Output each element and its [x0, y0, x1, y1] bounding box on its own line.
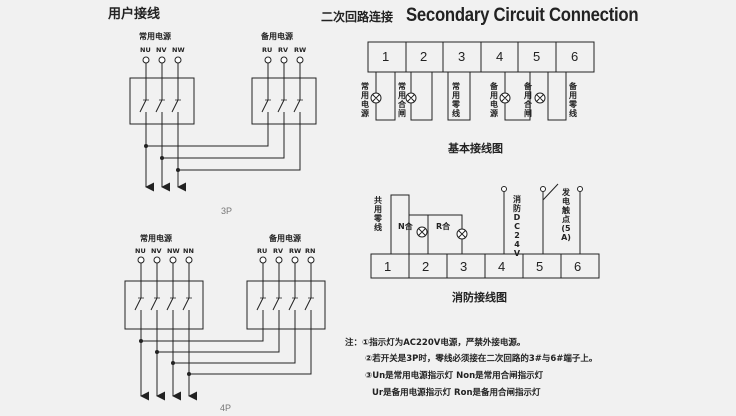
fire-contact-label: 发电触点(5A) [561, 188, 571, 242]
p3-terminal-label: RU [262, 46, 273, 54]
terminals-3p [142, 56, 304, 64]
p4-backup-label: 备用电源 [269, 234, 301, 243]
basic-wiring [367, 41, 595, 121]
switch-box-normal-4p [124, 280, 204, 330]
p3-normal-label: 常用电源 [139, 32, 171, 41]
fire-terminal-number: 6 [574, 259, 582, 274]
basic-lamp2-label: 常用合闸 [398, 82, 406, 118]
switch-box-backup-4p [246, 280, 326, 330]
basic-terminal-number: 5 [533, 49, 541, 64]
p3-terminal-label: NU [140, 46, 151, 54]
fire-wiring [370, 183, 600, 279]
p3-backup-label: 备用电源 [261, 32, 293, 41]
fire-terminal-number: 1 [384, 259, 392, 274]
note-line: ②若开关是3P时，零线必须接在二次回路的3#与6#端子上。 [365, 354, 598, 364]
p4-caption: 4P [220, 403, 232, 413]
terminals-4p [137, 256, 315, 264]
diagram-4p [124, 256, 326, 401]
fire-terminal-number: 5 [536, 259, 544, 274]
diagram-3p [129, 56, 317, 192]
fire-terminal-number: 2 [422, 259, 430, 274]
p3-terminal-label: RW [294, 46, 307, 54]
p3-terminal-label: RV [278, 46, 289, 54]
basic-terminal-number: 3 [458, 49, 466, 64]
p3-caption: 3P [221, 206, 233, 216]
p4-terminal-label: NW [167, 247, 180, 255]
fire-r-close-label: R合 [436, 222, 451, 231]
secondary-title-cn: 二次回路连接 [321, 10, 394, 24]
fire-terminal-number: 4 [498, 259, 506, 274]
p4-terminal-label: RU [257, 247, 268, 255]
p4-terminal-label: NN [183, 247, 194, 255]
basic-neutral1-label: 常用零线 [452, 82, 460, 118]
note-line: ③Un是常用电源指示灯 Non是常用合闸指示灯 [365, 371, 544, 381]
p3-terminal-label: NV [156, 46, 167, 54]
basic-terminal-number: 4 [496, 49, 504, 64]
fire-dc24v-label: 消防DC24V [513, 195, 521, 258]
fire-n-close-label: N合 [398, 222, 413, 231]
basic-terminal-number: 6 [571, 49, 579, 64]
basic-terminal-number: 1 [382, 49, 390, 64]
p4-terminal-label: NU [135, 247, 146, 255]
fire-caption: 消防接线图 [452, 291, 507, 304]
fire-terminal-number: 3 [460, 259, 468, 274]
p4-normal-label: 常用电源 [140, 234, 172, 243]
note-line: 注：①指示灯为AC220V电源，严禁外接电源。 [345, 338, 526, 348]
basic-lamp1-label: 常用电源 [361, 82, 369, 118]
basic-caption: 基本接线图 [448, 142, 503, 155]
p4-terminal-label: RN [305, 247, 316, 255]
fire-common-neutral-label: 共用零线 [374, 196, 382, 232]
p3-terminal-label: NW [172, 46, 185, 54]
secondary-title-en: Secondary Circuit Connection [406, 5, 639, 26]
basic-lamp3-label: 备用电源 [490, 82, 498, 118]
user-wiring-title: 用户接线 [108, 7, 161, 22]
p4-terminal-label: RV [273, 247, 284, 255]
basic-lamp4-label: 备用合闸 [524, 82, 532, 118]
p4-terminal-label: NV [151, 247, 162, 255]
basic-terminal-number: 2 [420, 49, 428, 64]
basic-neutral2-label: 备用零线 [569, 82, 577, 118]
note-line: Ur是备用电源指示灯 Ron是备用合闸指示灯 [372, 388, 541, 398]
p4-terminal-label: RW [289, 247, 302, 255]
